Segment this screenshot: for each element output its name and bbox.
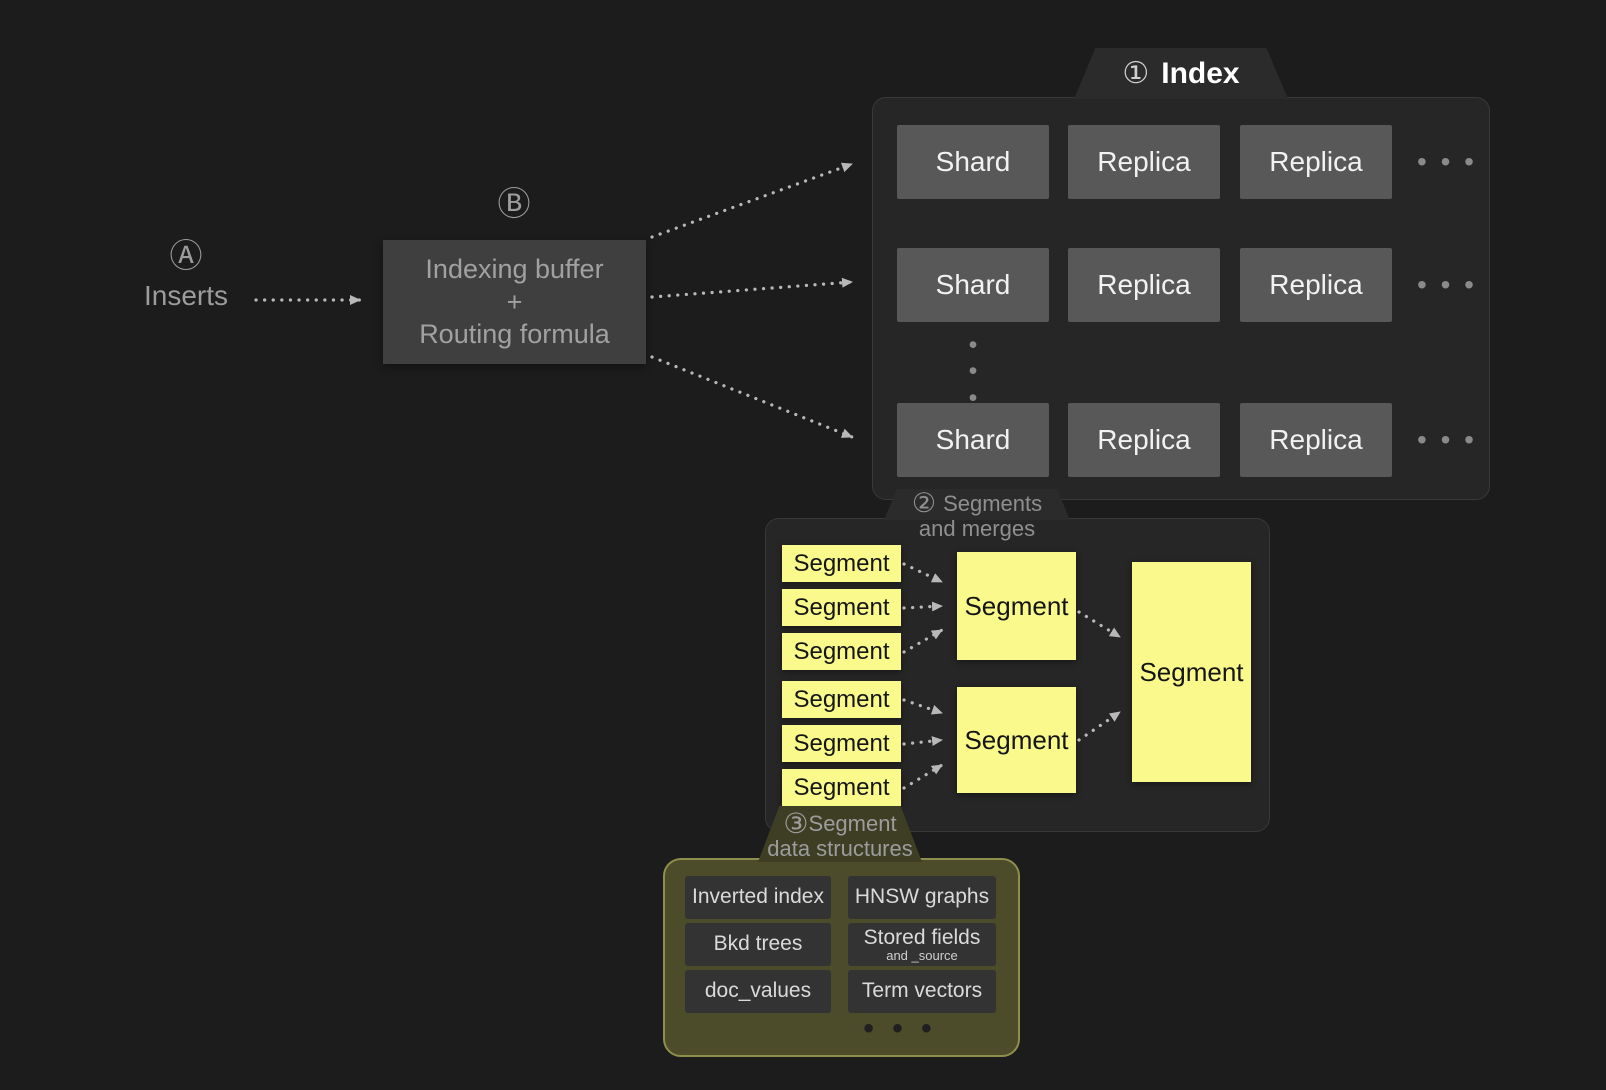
replica-box: Replica (1068, 248, 1220, 322)
shard-box: Shard (897, 125, 1049, 199)
structures-ellipsis: • • • (863, 1012, 937, 1045)
row-ellipsis: • • • (1417, 424, 1477, 455)
segments-tab-line1: ② Segments (856, 490, 1098, 517)
row-ellipsis: • • • (1417, 269, 1477, 300)
replica-box: Replica (1068, 125, 1220, 199)
segment-box-small: Segment (782, 681, 901, 718)
segment-box-final: Segment (1132, 562, 1251, 782)
structure-item-inverted-index: Inverted index (685, 876, 831, 919)
badge-2: ② (911, 488, 937, 518)
segment-box-merged: Segment (957, 552, 1076, 660)
row-ellipsis: • • • (1417, 146, 1477, 177)
structures-tab-label: ③ Segment data structures (736, 810, 944, 860)
badge-b: Ⓑ (497, 185, 531, 222)
structure-item-label: Inverted index (692, 885, 824, 909)
structure-item-doc-values: doc_values (685, 970, 831, 1013)
structure-item-stored-fields: Stored fields and _source (848, 923, 996, 966)
segment-box-small: Segment (782, 633, 901, 670)
segments-tab-label: ② Segments and merges (856, 490, 1098, 541)
structure-item-label: Bkd trees (713, 932, 803, 956)
segment-box-small: Segment (782, 725, 901, 762)
badge-3: ③ (783, 808, 809, 839)
arrow-buffer-to-shard-row3 (650, 355, 854, 439)
badge-1: ① (1122, 57, 1150, 90)
segments-title-line1: Segments (943, 490, 1043, 516)
structure-item-label: HNSW graphs (854, 885, 990, 909)
structures-title-line2: data structures (767, 836, 913, 861)
segment-box-small: Segment (782, 769, 901, 806)
segment-box-small: Segment (782, 545, 901, 582)
structures-tab-line1: ③ Segment (736, 810, 944, 838)
replica-box: Replica (1240, 248, 1392, 322)
buffer-line-2: Routing formula (419, 319, 610, 350)
index-tab: ① Index (1074, 48, 1288, 99)
structure-item-hnsw-graphs: HNSW graphs (848, 876, 996, 919)
segments-title-line2: and merges (918, 516, 1036, 541)
buffer-line-1: Indexing buffer (425, 253, 604, 284)
structures-title-line1: Segment (808, 810, 897, 836)
structure-item-bkd-trees: Bkd trees (685, 923, 831, 966)
structure-item-label: Stored fields (863, 925, 981, 949)
structure-item-sublabel: and _source (886, 947, 958, 963)
inserts-label: Inserts (143, 280, 229, 312)
shard-box: Shard (897, 403, 1049, 477)
replica-box: Replica (1240, 125, 1392, 199)
arrow-buffer-to-shard-row2 (650, 277, 854, 299)
replica-box: Replica (1240, 403, 1392, 477)
inserts-label-group: Ⓐ Inserts (128, 237, 244, 312)
buffer-line-plus: + (506, 286, 523, 317)
vertical-ellipsis: • • • (968, 331, 978, 412)
structure-item-term-vectors: Term vectors (848, 970, 996, 1013)
structures-tab (758, 806, 922, 862)
replica-box: Replica (1068, 403, 1220, 477)
shard-box: Shard (897, 248, 1049, 322)
badge-a: Ⓐ (169, 237, 203, 274)
segments-tab (884, 489, 1070, 520)
arrow-buffer-to-shard-row1 (650, 162, 854, 239)
structure-item-label: Term vectors (861, 979, 983, 1003)
segment-box-merged: Segment (957, 687, 1076, 793)
segment-box-small: Segment (782, 589, 901, 626)
index-title: Index (1161, 56, 1240, 90)
indexing-buffer-box: Indexing buffer + Routing formula (383, 240, 646, 364)
structure-item-label: doc_values (704, 979, 812, 1003)
